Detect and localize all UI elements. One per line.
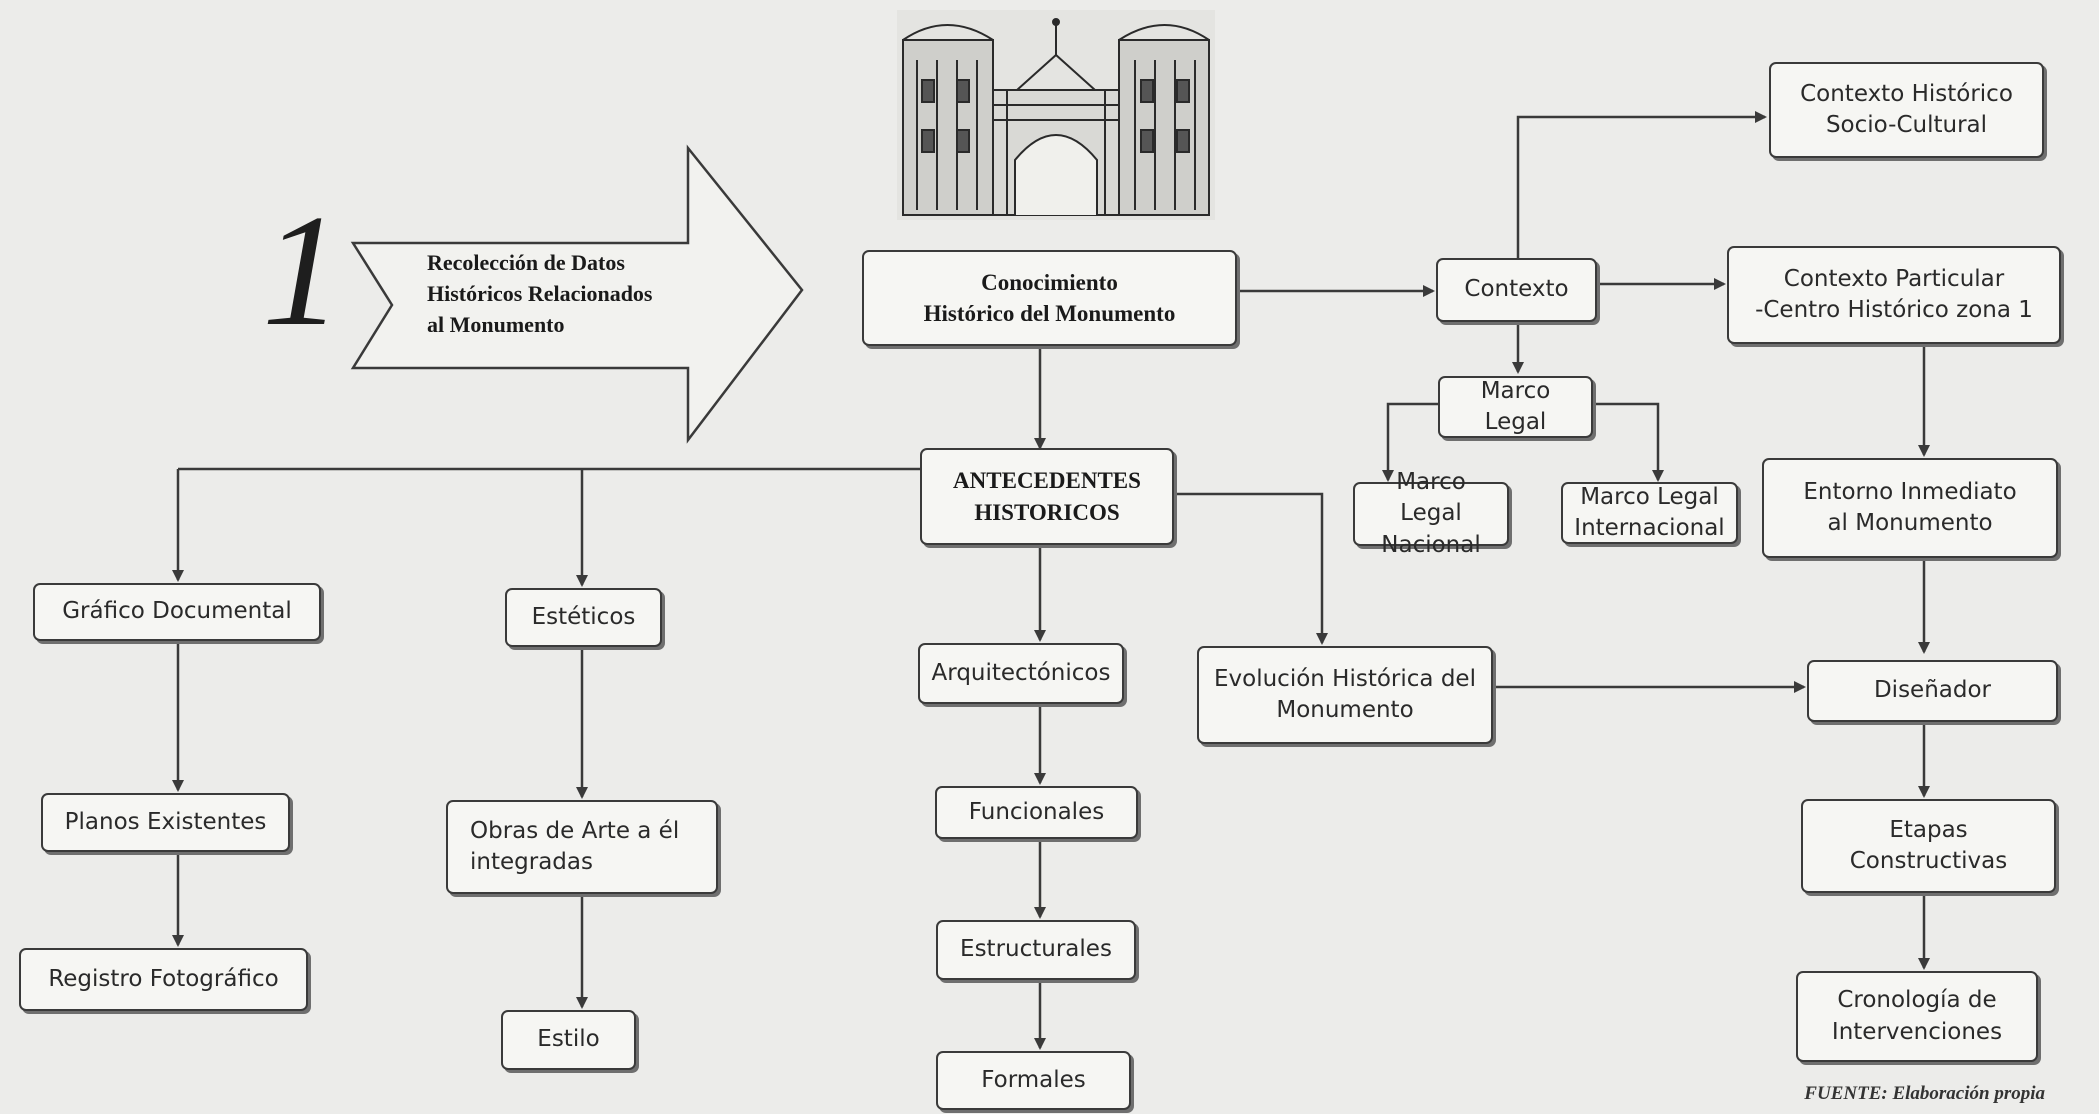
node-disenador: Diseñador [1807, 660, 2058, 722]
node-evolucion-historica: Evolución Histórica del Monumento [1197, 646, 1493, 744]
edge-marco-internacional [1592, 402, 1664, 482]
edge-to-evolucion [1172, 492, 1328, 645]
big-hollow-arrow [350, 144, 804, 444]
node-marco-internacional: Marco Legal Internacional [1561, 482, 1738, 544]
node-obras-de-arte: Obras de Arte a él integradas [446, 800, 718, 894]
edge-marco-nacional [1382, 402, 1438, 482]
monument-illustration [897, 10, 1215, 220]
node-arquitectonicos: Arquitectónicos [918, 643, 1124, 704]
node-contexto-particular: Contexto Particular -Centro Histórico zo… [1727, 246, 2061, 344]
source-note: FUENTE: Elaboración propia [1804, 1083, 2045, 1104]
node-antecedentes: ANTECEDENTES HISTORICOS [920, 448, 1174, 545]
node-registro-fotografico: Registro Fotográfico [19, 948, 308, 1011]
node-estilo: Estilo [501, 1010, 636, 1070]
node-conocimiento: Conocimiento Histórico del Monumento [862, 250, 1237, 346]
node-formales: Formales [936, 1051, 1131, 1110]
step-number: 1 [262, 181, 342, 359]
node-marco-nacional: Marco Legal Nacional [1353, 469, 1509, 558]
big-arrow-label: Recolección de Datos Históricos Relacion… [427, 250, 653, 337]
node-grafico-documental: Gráfico Documental [33, 583, 321, 641]
node-marco-legal: Marco Legal [1438, 376, 1593, 438]
node-estructurales: Estructurales [936, 920, 1136, 980]
node-funcionales: Funcionales [935, 786, 1138, 839]
node-etapas: Etapas Constructivas [1801, 799, 2056, 893]
edge-contexto-historico [1516, 111, 1767, 258]
node-contexto-historico: Contexto Histórico Socio-Cultural [1769, 62, 2044, 158]
node-contexto: Contexto [1436, 258, 1597, 322]
node-entorno: Entorno Inmediato al Monumento [1762, 458, 2058, 558]
node-cronologia: Cronología de Intervenciones [1796, 971, 2038, 1062]
node-esteticos: Estéticos [505, 588, 662, 647]
node-planos-existentes: Planos Existentes [41, 793, 290, 852]
